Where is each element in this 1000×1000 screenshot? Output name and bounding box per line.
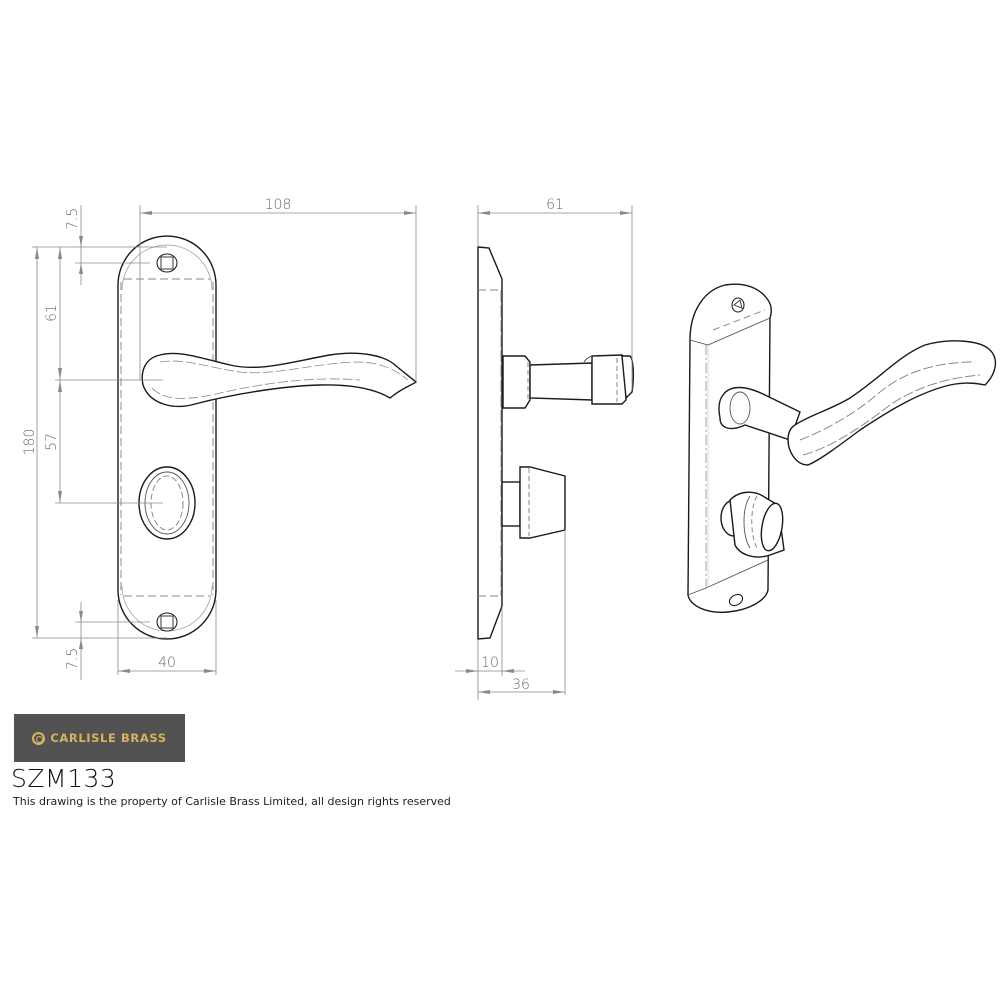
bottom-screw-hole <box>156 612 178 632</box>
front-backplate <box>117 235 217 640</box>
side-privacy-turn <box>501 466 566 539</box>
brand-logo: CARLISLE BRASS <box>14 714 185 762</box>
dim-overall-height: 180 <box>22 429 38 456</box>
iso-lever <box>787 340 997 466</box>
dim-top-screw-offset: 7.5 <box>65 208 81 230</box>
brand-name: CARLISLE BRASS <box>50 731 167 745</box>
dim-turn-projection: 36 <box>512 677 530 693</box>
dim-plate-thickness: 10 <box>481 655 499 671</box>
iso-privacy-turn <box>720 491 785 558</box>
dim-plate-width: 40 <box>158 655 176 671</box>
top-screw-hole <box>156 253 178 273</box>
front-lever <box>141 352 418 408</box>
part-number: SZM133 <box>11 764 117 793</box>
front-view: 108 7.5 61 180 57 7.5 40 <box>22 197 418 680</box>
dim-overall-width: 108 <box>265 197 292 213</box>
copyright-notice: This drawing is the property of Carlisle… <box>13 795 451 808</box>
carlisle-c-icon <box>32 731 46 745</box>
isometric-view <box>687 283 997 613</box>
side-backplate <box>477 246 503 640</box>
front-backplate-hidden-edge <box>120 278 214 597</box>
iso-backplate <box>687 283 773 613</box>
dim-lever-to-turn: 57 <box>44 433 60 451</box>
side-view: 61 10 36 <box>455 197 635 700</box>
dim-side-projection: 61 <box>546 197 564 213</box>
dim-screw-to-lever: 61 <box>44 304 60 322</box>
dim-bottom-screw-offset: 7.5 <box>65 648 81 670</box>
side-lever <box>502 354 635 409</box>
